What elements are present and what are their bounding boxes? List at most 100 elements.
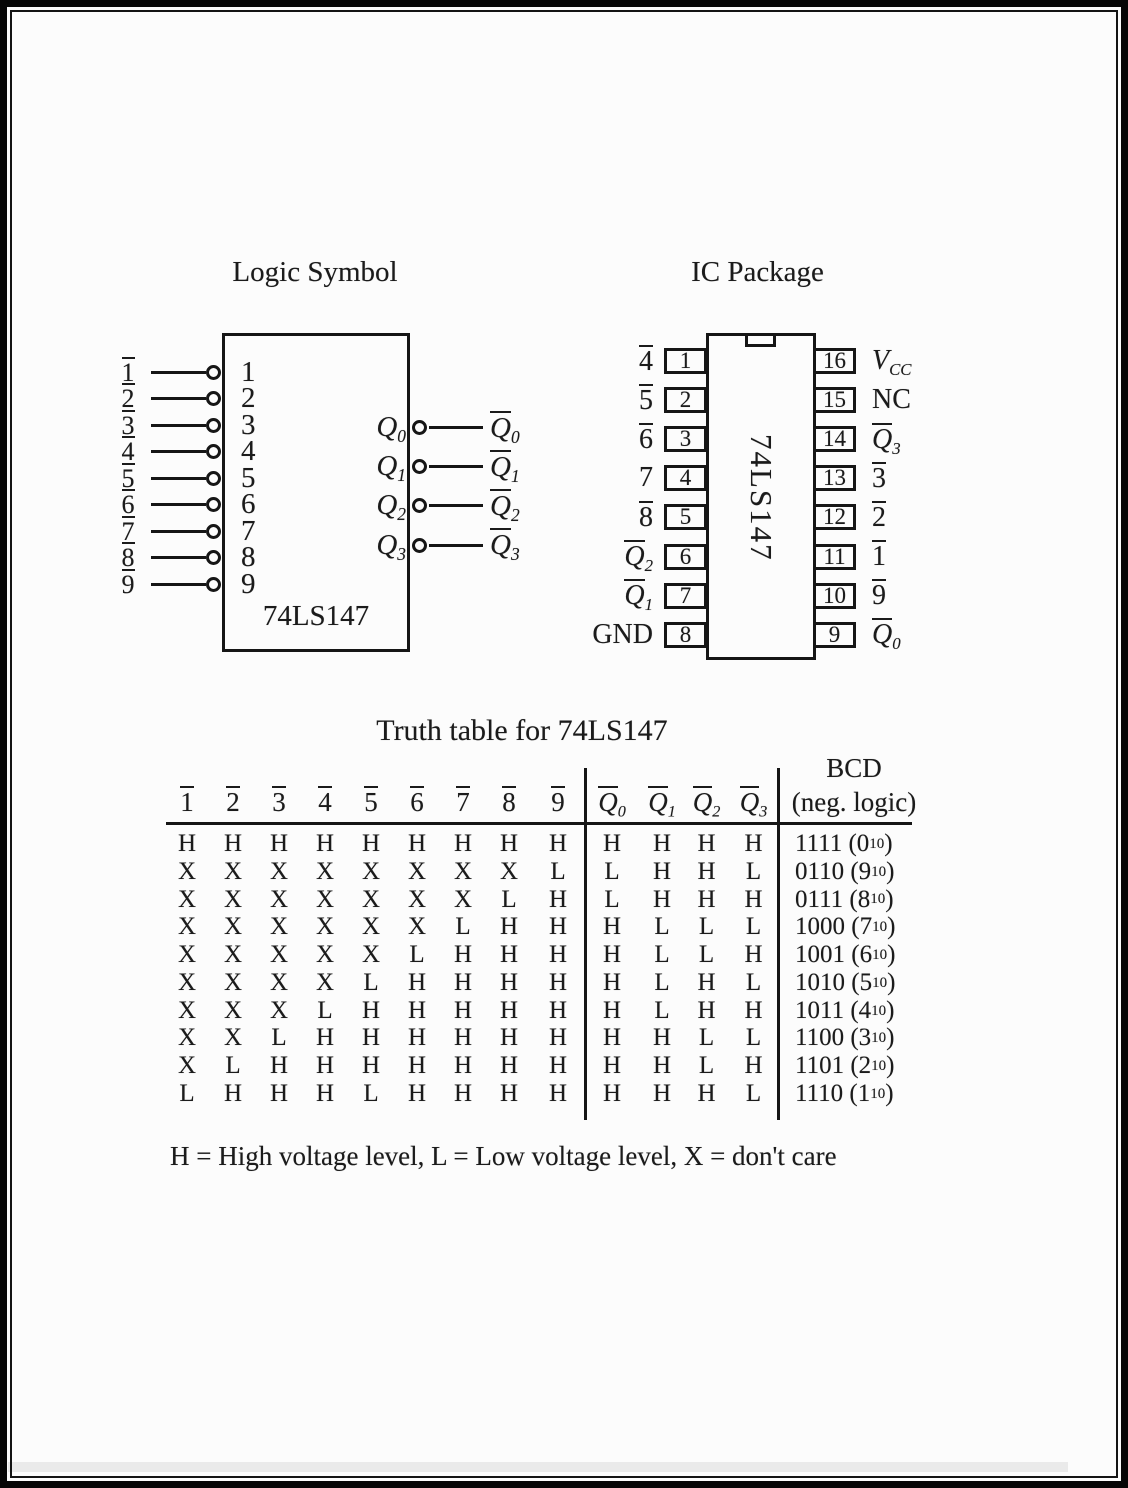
tt-header-bcd-subtitle: (neg. logic) xyxy=(791,787,917,817)
pin-signal-label: 8 xyxy=(502,786,516,817)
tt-input-cell: H xyxy=(548,1024,568,1052)
tt-input-cell: X xyxy=(177,941,197,969)
ic-package-chip-label: 74LS147 xyxy=(744,433,779,562)
inversion-bubble-icon xyxy=(206,523,221,539)
tt-input-cell: X xyxy=(177,1052,197,1080)
tt-header-cell: 9 xyxy=(532,779,584,821)
input-wire xyxy=(151,582,206,586)
pin-signal-label: 2 xyxy=(872,500,886,533)
tt-input-cell: H xyxy=(453,968,473,996)
tt-input-cell: H xyxy=(499,913,519,941)
ic-pin-label: Q0 xyxy=(872,618,1012,652)
tt-output-cell: H xyxy=(744,996,763,1024)
ic-pin-label: Q2 xyxy=(553,540,653,574)
tt-input-cell: H xyxy=(269,1052,289,1080)
output-wire xyxy=(429,543,483,547)
pin-signal-label: Q2 xyxy=(624,540,653,575)
pin-signal-label: 8 xyxy=(121,542,135,573)
tt-output-cell: H xyxy=(697,968,716,996)
ls-input-pin-number: 9 xyxy=(241,567,256,600)
pin-signal-label: 3 xyxy=(872,461,886,494)
ls-input-pin-number: 3 xyxy=(241,408,256,441)
inversion-bubble-icon xyxy=(206,417,221,433)
ic-pin-label: 4 xyxy=(553,344,653,375)
ic-pin-label: 5 xyxy=(553,383,653,414)
tt-input-cell: H xyxy=(361,1024,381,1052)
tt-input-cell: H xyxy=(548,996,568,1024)
pin-signal-label: 3 xyxy=(121,409,135,440)
pin-signal-label: 7 xyxy=(456,786,470,817)
output-wire xyxy=(429,504,483,508)
ls-input-ext-label: 9 xyxy=(113,568,143,598)
pin-signal-label: 6 xyxy=(639,422,653,455)
pin-signal-label: Q0 xyxy=(598,786,626,821)
tt-input-cell: X xyxy=(269,913,289,941)
tt-output-cell: L xyxy=(654,968,670,996)
tt-output-cell: L xyxy=(698,1052,715,1080)
tt-input-cell: X xyxy=(269,996,289,1024)
tt-input-cell: H xyxy=(407,968,427,996)
tt-input-cell: X xyxy=(361,941,381,969)
tt-input-cell: X xyxy=(361,857,381,885)
tt-header-cell: 8 xyxy=(486,779,532,821)
logic-symbol-box xyxy=(222,333,410,652)
tt-input-cell: H xyxy=(453,1024,473,1052)
tt-input-cell: X xyxy=(499,857,519,885)
tt-input-cell: H xyxy=(315,1080,335,1108)
input-wire xyxy=(151,371,206,374)
tt-output-cell: L xyxy=(698,941,715,969)
tt-input-cell: H xyxy=(499,829,519,857)
ls-input-ext-label: 5 xyxy=(113,462,143,492)
tt-input-cell: H xyxy=(453,1080,473,1108)
ls-input-pin-number: 4 xyxy=(241,435,256,468)
output-wire xyxy=(429,426,483,429)
tt-input-cell: H xyxy=(548,968,568,996)
tt-output-cell: L xyxy=(698,1024,715,1052)
ls-input-pin-number: 7 xyxy=(241,514,256,547)
tt-input-cell: H xyxy=(548,941,568,969)
pin-signal-label: Q1 xyxy=(490,449,520,486)
ls-output-int-label: Q1 xyxy=(368,450,406,484)
tt-output-cell: L xyxy=(698,913,715,941)
ic-pin-label: 2 xyxy=(872,500,1012,531)
ls-input-ext-label: 6 xyxy=(113,489,143,518)
ic-pin-label: 9 xyxy=(872,579,1012,610)
ic-pin-number-box: 8 xyxy=(664,621,707,648)
tt-output-cell: H xyxy=(602,913,622,941)
inversion-bubble-icon xyxy=(206,391,221,407)
pin-signal-label: 8 xyxy=(639,500,653,533)
ic-pin-number-box: 4 xyxy=(664,465,707,492)
tt-output-cell: H xyxy=(744,941,763,969)
inversion-bubble-icon xyxy=(206,576,221,592)
tt-header-cell: Q0 xyxy=(584,779,640,821)
ic-package-title: IC Package xyxy=(691,256,824,288)
pin-signal-label: 1 xyxy=(121,357,135,387)
tt-output-cell: H xyxy=(602,1024,622,1052)
ic-pin-number-box: 15 xyxy=(813,387,856,414)
tt-input-cell: L xyxy=(271,1024,287,1052)
tt-input-cell: X xyxy=(223,996,243,1024)
tt-input-cell: X xyxy=(177,885,197,913)
tt-input-cell: H xyxy=(499,1052,519,1080)
ic-pin-number-box: 2 xyxy=(664,387,707,414)
tt-input-cell: X xyxy=(269,968,289,996)
tt-output-cell: H xyxy=(697,885,716,913)
tt-input-cell: H xyxy=(407,1080,427,1108)
tt-input-cell: H xyxy=(407,829,427,857)
tt-input-cell: X xyxy=(453,885,473,913)
tt-input-cell: H xyxy=(315,1024,335,1052)
ls-output-int-label: Q3 xyxy=(368,529,406,563)
ls-input-ext-label: 4 xyxy=(113,436,143,465)
pin-signal-label: 9 xyxy=(551,786,565,817)
tt-input-cell: X xyxy=(269,941,289,969)
tt-output-cell: H xyxy=(652,885,672,913)
tt-input-cell: H xyxy=(269,829,289,857)
tt-output-cell: H xyxy=(697,829,716,857)
